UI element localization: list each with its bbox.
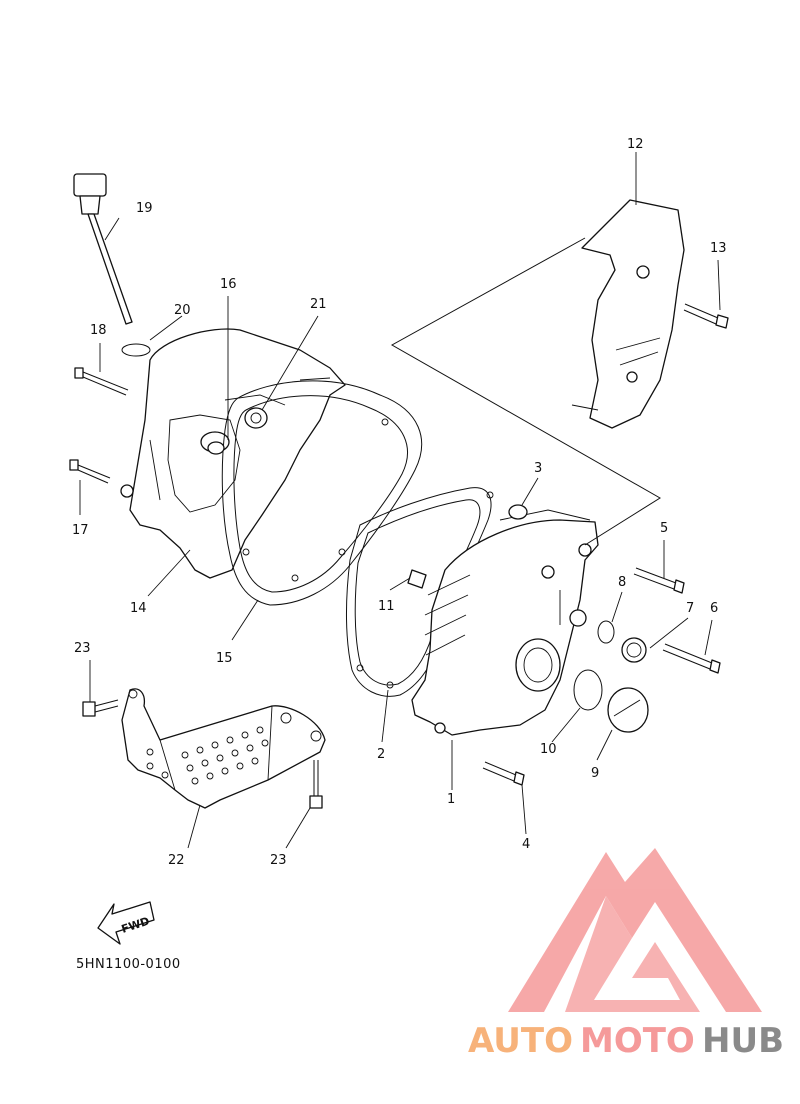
crankcase-cover-right [411,509,599,736]
callout-22: 22 [168,853,185,868]
callout-numbers: 1 2 3 4 5 6 7 8 9 10 11 12 13 14 15 16 1… [72,137,727,868]
callout-20: 20 [174,303,191,318]
callout-13: 13 [710,241,727,256]
callout-11: 11 [378,599,395,614]
plug-7 [621,637,647,663]
gasket-left [221,380,423,606]
wordmark-hub: HUB [702,1021,784,1061]
callout-10: 10 [540,742,557,757]
o-ring-20 [121,343,151,357]
callout-9: 9 [591,766,599,781]
callout-15: 15 [216,651,233,666]
callout-23-upper: 23 [74,641,91,656]
drawing-code: 5HN1100-0100 [76,957,181,972]
leader-lines [390,237,661,546]
bolts [69,303,729,809]
callout-19: 19 [136,201,153,216]
sprocket-cover [571,199,685,429]
callout-1: 1 [447,792,455,807]
callout-leaders [79,152,721,849]
skid-plate-holes [146,726,269,785]
callout-21: 21 [310,297,327,312]
callout-6: 6 [710,601,718,616]
callout-16: 16 [220,277,237,292]
o-ring-10 [573,669,603,711]
callout-7: 7 [686,601,694,616]
callout-4: 4 [522,837,530,852]
callout-12: 12 [627,137,644,152]
forward-arrow-icon: FWD [97,901,155,945]
callout-2: 2 [377,747,385,762]
callout-17: 17 [72,523,89,538]
wordmark-moto: MOTO [580,1021,695,1061]
callout-14: 14 [130,601,147,616]
crankcase-cover-left [120,328,346,579]
callout-3: 3 [534,461,542,476]
callout-23-lower: 23 [270,853,287,868]
skid-plate [121,688,326,809]
callout-8: 8 [618,575,626,590]
callout-18: 18 [90,323,107,338]
wordmark-auto: AUTO [468,1021,573,1061]
callout-5: 5 [660,521,668,536]
oil-dipstick [73,173,133,325]
plug-9 [607,687,649,733]
automotohub-wordmark: AUTO MOTO HUB [468,1021,784,1061]
automotohub-logo [508,848,762,1012]
o-ring-8 [597,620,615,644]
